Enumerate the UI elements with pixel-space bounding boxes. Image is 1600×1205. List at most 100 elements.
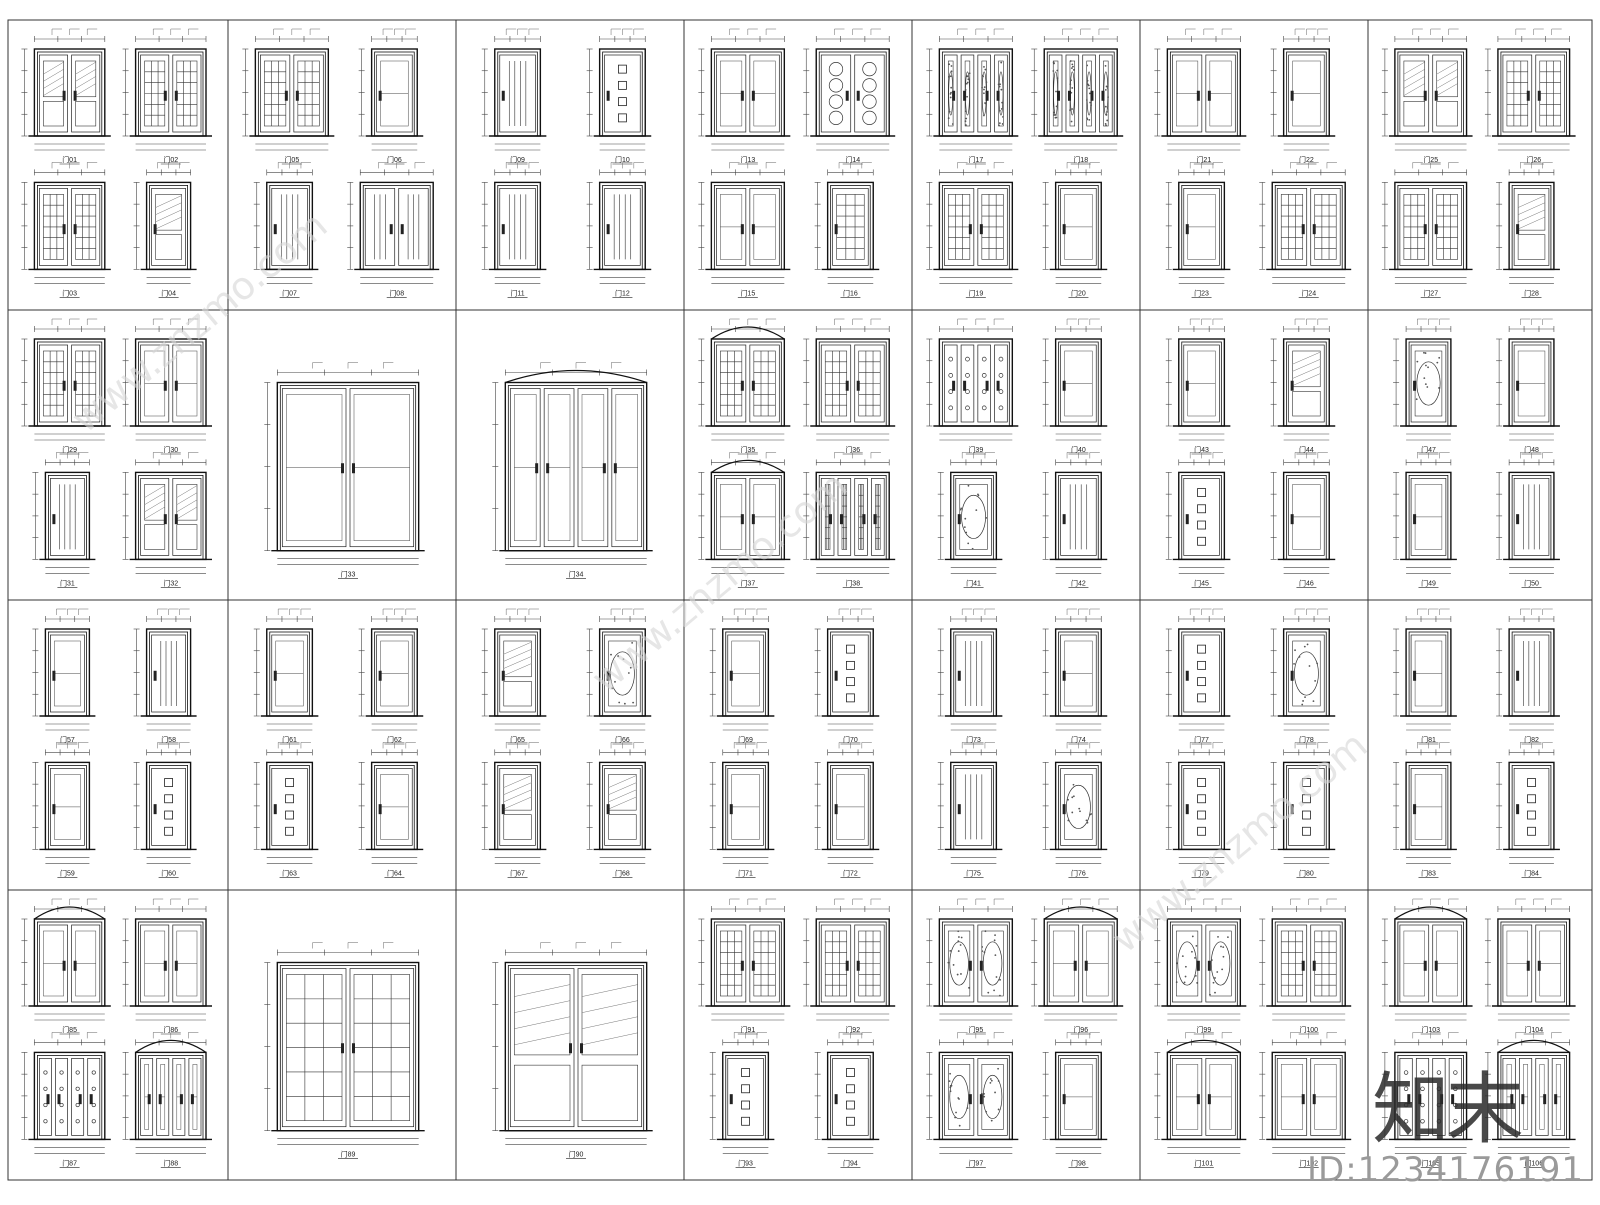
door-drawing-caption: 门01 [62,155,77,164]
door-drawing-inner-frame [1397,184,1464,270]
door-drawing-hatch [144,492,165,505]
door-drawing-caption: 门02 [163,155,178,164]
door-drawing-texture [1191,935,1194,938]
door-drawing-leaf [509,388,541,548]
door-drawing-handle [1207,90,1211,101]
door-drawing-handle [52,514,56,525]
door-drawing-handle [963,380,967,391]
door-drawing-texture [997,1067,1000,1070]
door-drawing-leaf [944,54,958,133]
door-drawing-arch [711,459,785,473]
door-drawing-panel [514,1064,571,1122]
door-drawing-texture [957,930,960,933]
door-drawing-handle [740,960,744,971]
door-drawing-square [164,826,174,836]
door-drawing-hatch [503,663,532,676]
door-drawing-handle [341,463,344,474]
door-drawing-caption: 门20 [1071,288,1086,297]
door-drawing-handle [834,670,838,681]
door-drawing-caption: 门66 [615,735,630,744]
sheet-cell [1367,599,1593,891]
door-drawing-square [618,113,627,123]
door-drawing-caption: 门85 [62,1025,77,1034]
door-drawing-leaf [604,634,641,713]
door-drawing-caption: 门57 [60,735,75,744]
door-drawing-handle [606,90,610,101]
door-drawing-inner-frame [138,921,204,1007]
door-drawing-panel [75,101,97,127]
door-drawing-handle [729,804,733,815]
door-drawing-hatch [581,1000,638,1013]
door-drawing-texture [997,1080,1000,1082]
door-drawing-texture [980,1092,983,1095]
door-drawing-frame [145,181,192,271]
door-drawing-leaf [1060,188,1097,266]
door-drawing-caption: 门23 [1194,288,1209,297]
door-drawing-texture [949,1084,952,1087]
door-drawing-handle [501,224,505,235]
door-drawing-inner-frame [713,184,782,270]
door-drawing-texture [1196,982,1199,984]
door-drawing-ring [981,389,987,394]
door-drawing-frame [1282,628,1330,717]
door-drawing-ornament [1066,784,1091,829]
door-drawing-caption: 门93 [738,1158,753,1167]
door-drawing-texture [1222,955,1225,958]
door-drawing-frame [145,628,192,717]
door-drawing-texture [1217,935,1219,938]
door-drawing-texture [1209,993,1211,996]
door-drawing-leaf [1399,924,1430,1003]
door-drawing-leaf [376,54,413,133]
door-drawing-handle [174,514,178,525]
door-drawing-texture [982,75,984,78]
door-drawing-square [618,64,627,74]
door-drawing-texture [1304,696,1306,699]
door-drawing-texture [617,655,620,657]
door-drawing-hatch [581,984,638,997]
door-drawing-handle [979,224,983,235]
door-drawing-panel [1517,234,1546,260]
door-drawing-hatch [1436,69,1458,82]
door-drawing-caption: 门83 [1421,868,1436,877]
door-drawing-inner-frame [1274,184,1343,270]
door-drawing-handle [378,90,382,101]
door-drawing-leaf [1082,54,1096,133]
door-drawing-inner-frame [1500,921,1568,1007]
door-drawing-texture [1222,946,1225,949]
door-drawing-handle [284,90,288,101]
door-drawing-caption: 门03 [62,288,77,297]
door-drawing-square [1197,826,1206,836]
door-drawing-ring [828,110,844,125]
door-drawing-caption: 门102 [1299,1158,1318,1167]
door-drawing-texture [618,701,621,704]
door-drawing-handle [1423,224,1427,235]
door-drawing-glass [1403,60,1426,98]
door-drawing-caption: 门105 [1421,1158,1440,1167]
door-drawing-handle [57,1094,61,1105]
door-drawing-panel [959,484,988,550]
door-drawing-leaf [1310,924,1341,1003]
door-drawing-frame [494,48,542,137]
door-drawing-leaf [349,968,415,1128]
door-drawing-texture [983,951,986,954]
door-drawing-panel [503,680,532,707]
door-drawing-handle [62,960,66,971]
door-drawing-leaf [1183,768,1220,846]
door-drawing-hatch [1292,351,1321,365]
door-drawing-leaf [977,1058,1008,1136]
door-drawing-leaf [716,924,747,1003]
door-drawing-glass [176,484,198,521]
door-drawing-square [285,778,294,787]
door-drawing-texture [631,641,634,644]
door-drawing-leaf [1513,478,1550,556]
door-drawing-texture [1106,110,1108,113]
door-drawing-square [618,97,627,107]
door-drawing-handle [1516,380,1520,391]
door-drawing-arch [135,1039,207,1053]
door-drawing-frame [1405,338,1452,427]
door-drawing-handle [834,224,838,235]
door-drawing-texture [1071,87,1074,89]
sheet-cell [911,889,1141,1181]
door-drawing-inner-frame [1274,921,1343,1007]
door-drawing-texture [984,68,987,71]
